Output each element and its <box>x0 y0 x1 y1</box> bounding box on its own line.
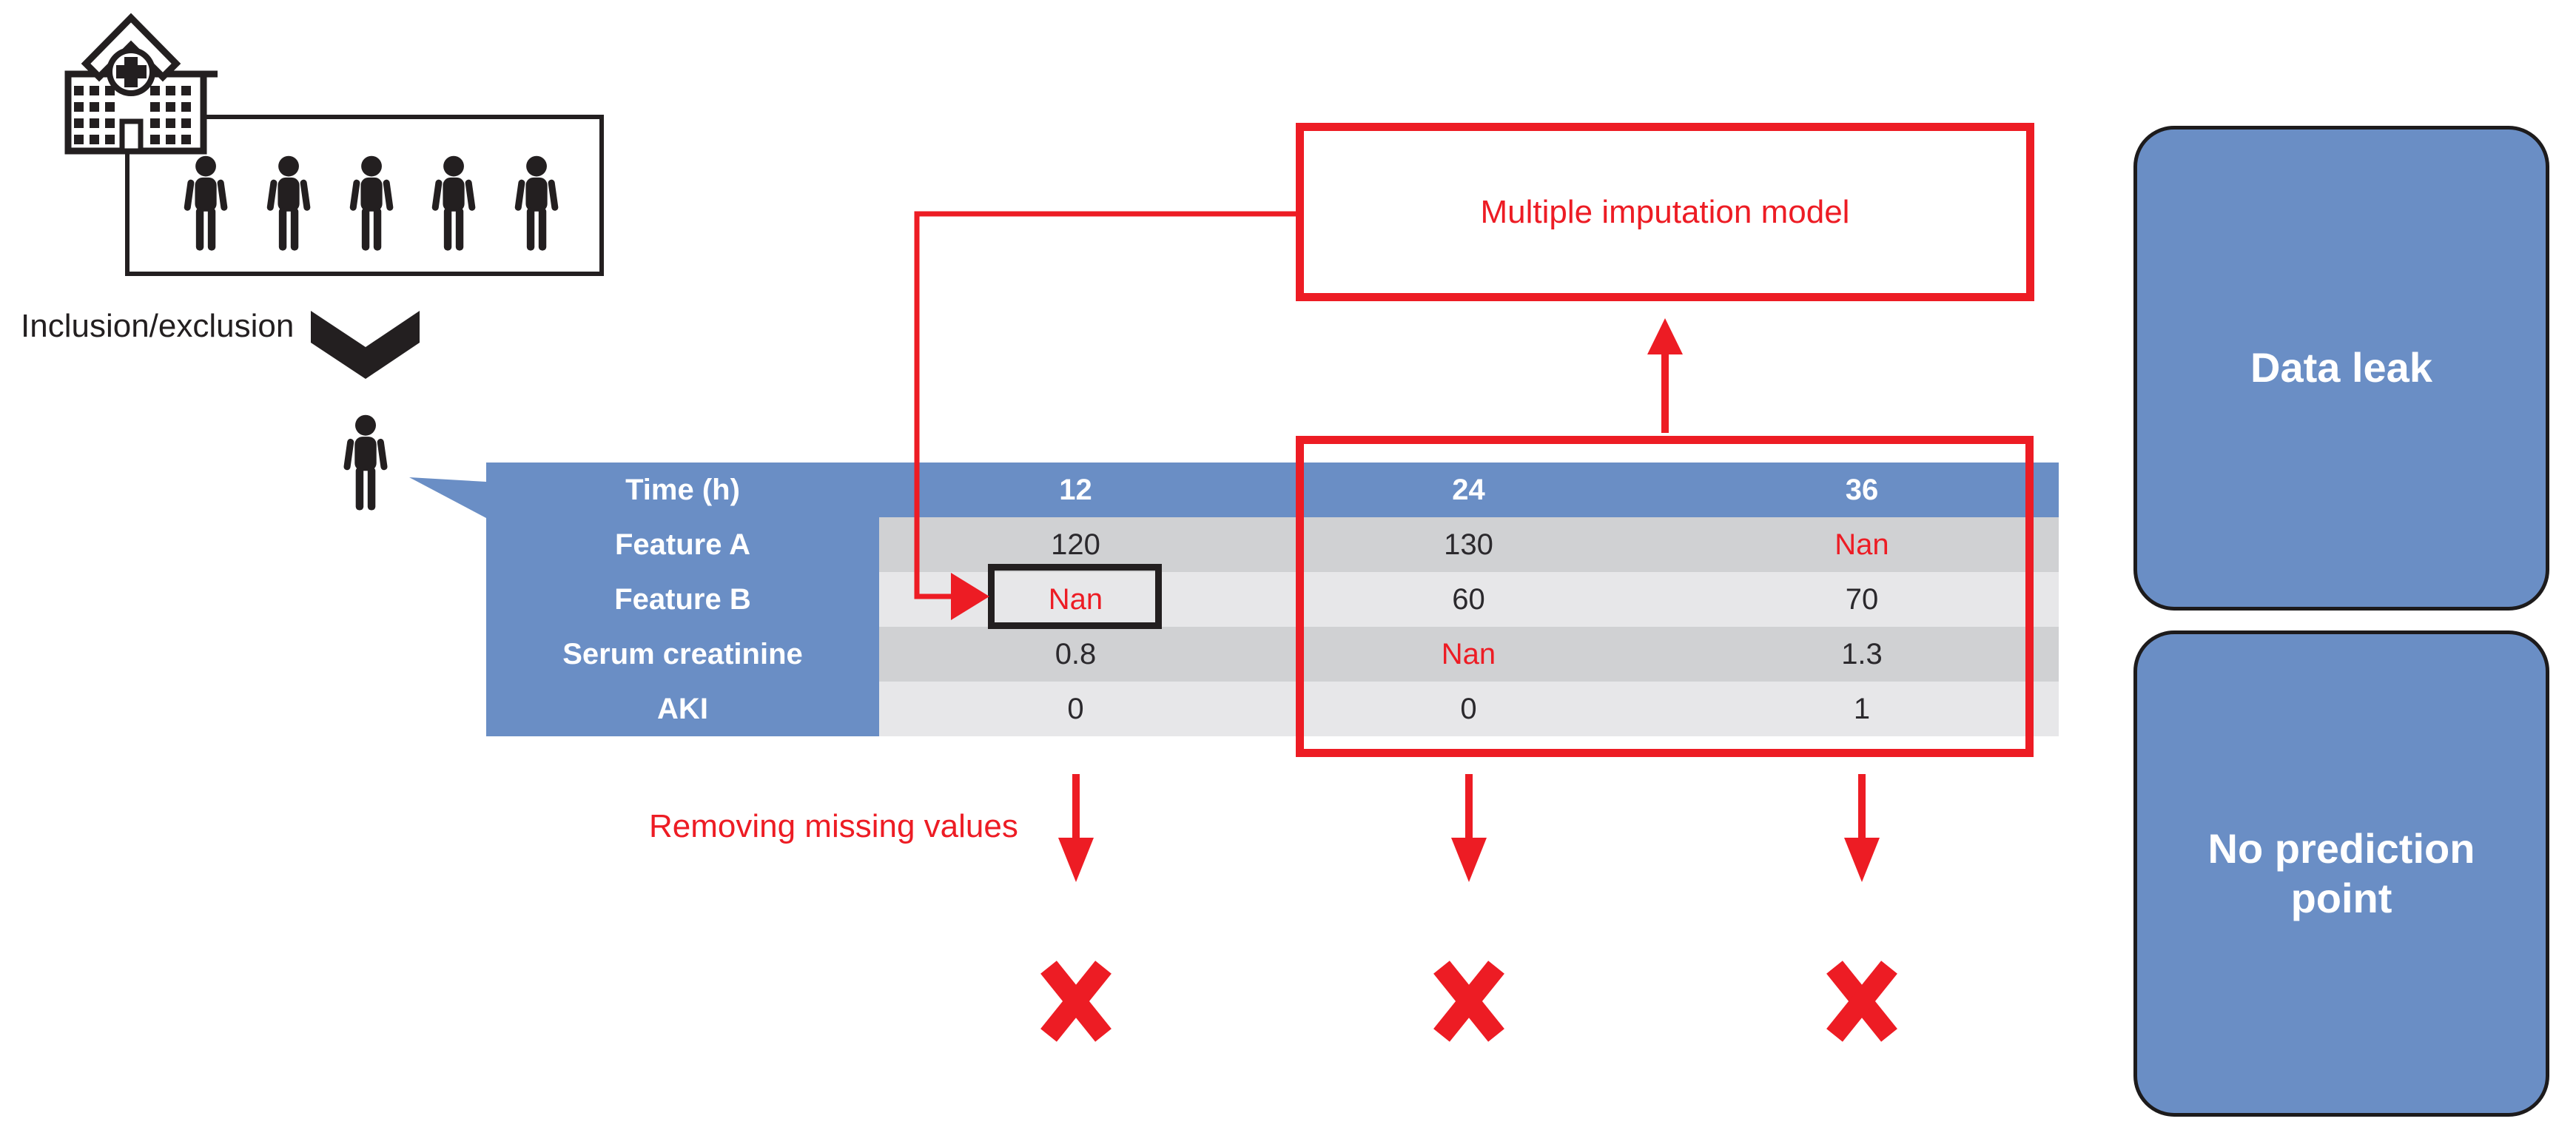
inclusion-exclusion-label: Inclusion/exclusion <box>21 308 295 344</box>
imputation-columns-highlight-box <box>1296 436 2034 757</box>
table-row-label: AKI <box>486 682 879 736</box>
chevron-down-icon <box>311 311 420 379</box>
data-leak-label: Data leak <box>2250 344 2432 391</box>
data-leak-box: Data leak <box>2133 126 2549 611</box>
table-cell: 0 <box>1272 682 1665 736</box>
table-cell: 70 <box>1665 572 2059 627</box>
table-cell: 1 <box>1665 682 2059 736</box>
table-cell: 0.8 <box>879 627 1272 682</box>
table-cell: 0 <box>879 682 1272 736</box>
down-arrow-icon <box>1058 774 1094 882</box>
x-mark-icon <box>1040 961 1112 1042</box>
callout-tail <box>409 477 486 518</box>
table-col-header-12: 12 <box>879 463 1272 517</box>
table-row-label: Feature B <box>486 572 879 627</box>
hospital-icon <box>64 13 218 155</box>
multiple-imputation-model-label: Multiple imputation model <box>1480 193 1850 230</box>
person-icon-row <box>184 155 559 251</box>
table-corner-label: Time (h) <box>486 463 879 517</box>
person-icon <box>343 414 389 511</box>
x-mark-icon <box>1433 961 1504 1042</box>
down-arrow-icon <box>1844 774 1880 882</box>
table-cell: 60 <box>1272 572 1665 627</box>
no-prediction-point-box: No prediction point <box>2133 630 2549 1117</box>
table-cell-nan: Nan <box>1272 627 1665 682</box>
nan-cell-highlight-box <box>988 564 1162 629</box>
table-cell: 1.3 <box>1665 627 2059 682</box>
table-row-label: Serum creatinine <box>486 627 879 682</box>
table-row-label: Feature A <box>486 517 879 572</box>
patient-table: Time (h) 12 24 36 Feature A 120 130 Nan … <box>486 463 2059 736</box>
table-col-header-24: 24 <box>1272 463 1665 517</box>
x-mark-icon <box>1826 961 1897 1042</box>
table-cell: 130 <box>1272 517 1665 572</box>
removing-missing-values-label: Removing missing values <box>649 808 1018 844</box>
table-cell-nan: Nan <box>1665 517 2059 572</box>
up-arrow-icon <box>1647 318 1683 433</box>
no-prediction-point-label: No prediction point <box>2207 825 2475 921</box>
hospital-windows <box>74 86 191 144</box>
down-arrow-icon <box>1451 774 1487 882</box>
multiple-imputation-model-box: Multiple imputation model <box>1296 123 2034 301</box>
table-col-header-36: 36 <box>1665 463 2059 517</box>
cohort-box <box>125 115 604 276</box>
